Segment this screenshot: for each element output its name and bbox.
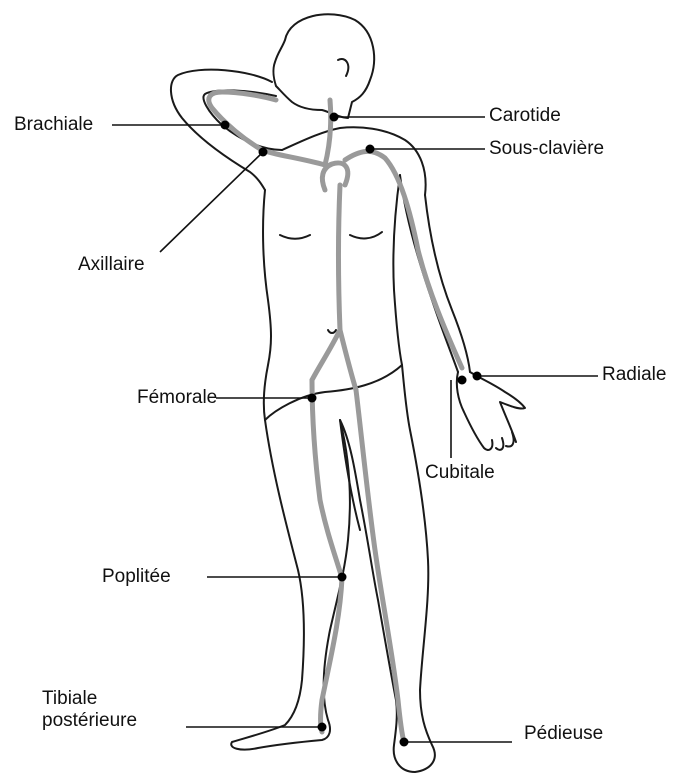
label-carotide: Carotide bbox=[489, 105, 561, 127]
label-sous-claviere: Sous-clavière bbox=[489, 138, 604, 160]
left-iliac bbox=[312, 330, 340, 380]
dot-carotide bbox=[330, 113, 339, 122]
femoral-artery-right bbox=[312, 380, 342, 732]
aorta bbox=[339, 185, 341, 330]
dot-cubitale bbox=[458, 376, 467, 385]
left-leg-inner bbox=[340, 365, 435, 772]
hip-line bbox=[265, 365, 402, 420]
label-pedieuse: Pédieuse bbox=[524, 723, 603, 745]
label-brachiale: Brachiale bbox=[14, 114, 93, 136]
torso-right bbox=[393, 175, 402, 365]
head-outline bbox=[273, 14, 374, 118]
label-radiale: Radiale bbox=[602, 364, 666, 386]
hand-outline bbox=[457, 372, 525, 450]
femoral-artery-left bbox=[356, 390, 404, 742]
leader-axillaire bbox=[160, 152, 263, 252]
raised-arm-outline bbox=[171, 70, 272, 190]
dot-tibiale bbox=[318, 723, 327, 732]
dot-axillaire bbox=[259, 148, 268, 157]
dot-pedieuse bbox=[400, 738, 409, 747]
right-leg-outer bbox=[231, 420, 350, 750]
pulse-points bbox=[221, 113, 482, 747]
label-femorale: Fémorale bbox=[137, 387, 217, 409]
dot-radiale bbox=[473, 372, 482, 381]
dot-brachiale bbox=[221, 121, 230, 130]
label-tibiale-line2: postérieure bbox=[42, 710, 137, 732]
dot-femorale bbox=[308, 394, 317, 403]
dot-sous-claviere bbox=[366, 145, 375, 154]
right-iliac bbox=[340, 330, 356, 390]
chest-detail bbox=[280, 232, 382, 239]
torso-left bbox=[263, 190, 271, 420]
label-poplitee: Poplitée bbox=[102, 566, 171, 588]
label-axillaire: Axillaire bbox=[78, 254, 145, 276]
label-cubitale: Cubitale bbox=[425, 462, 495, 484]
ear-outline bbox=[338, 59, 348, 76]
label-tibiale-line1: Tibiale bbox=[42, 688, 97, 710]
navel bbox=[328, 330, 336, 333]
dot-poplitee bbox=[338, 573, 347, 582]
leader-lines bbox=[112, 117, 598, 742]
